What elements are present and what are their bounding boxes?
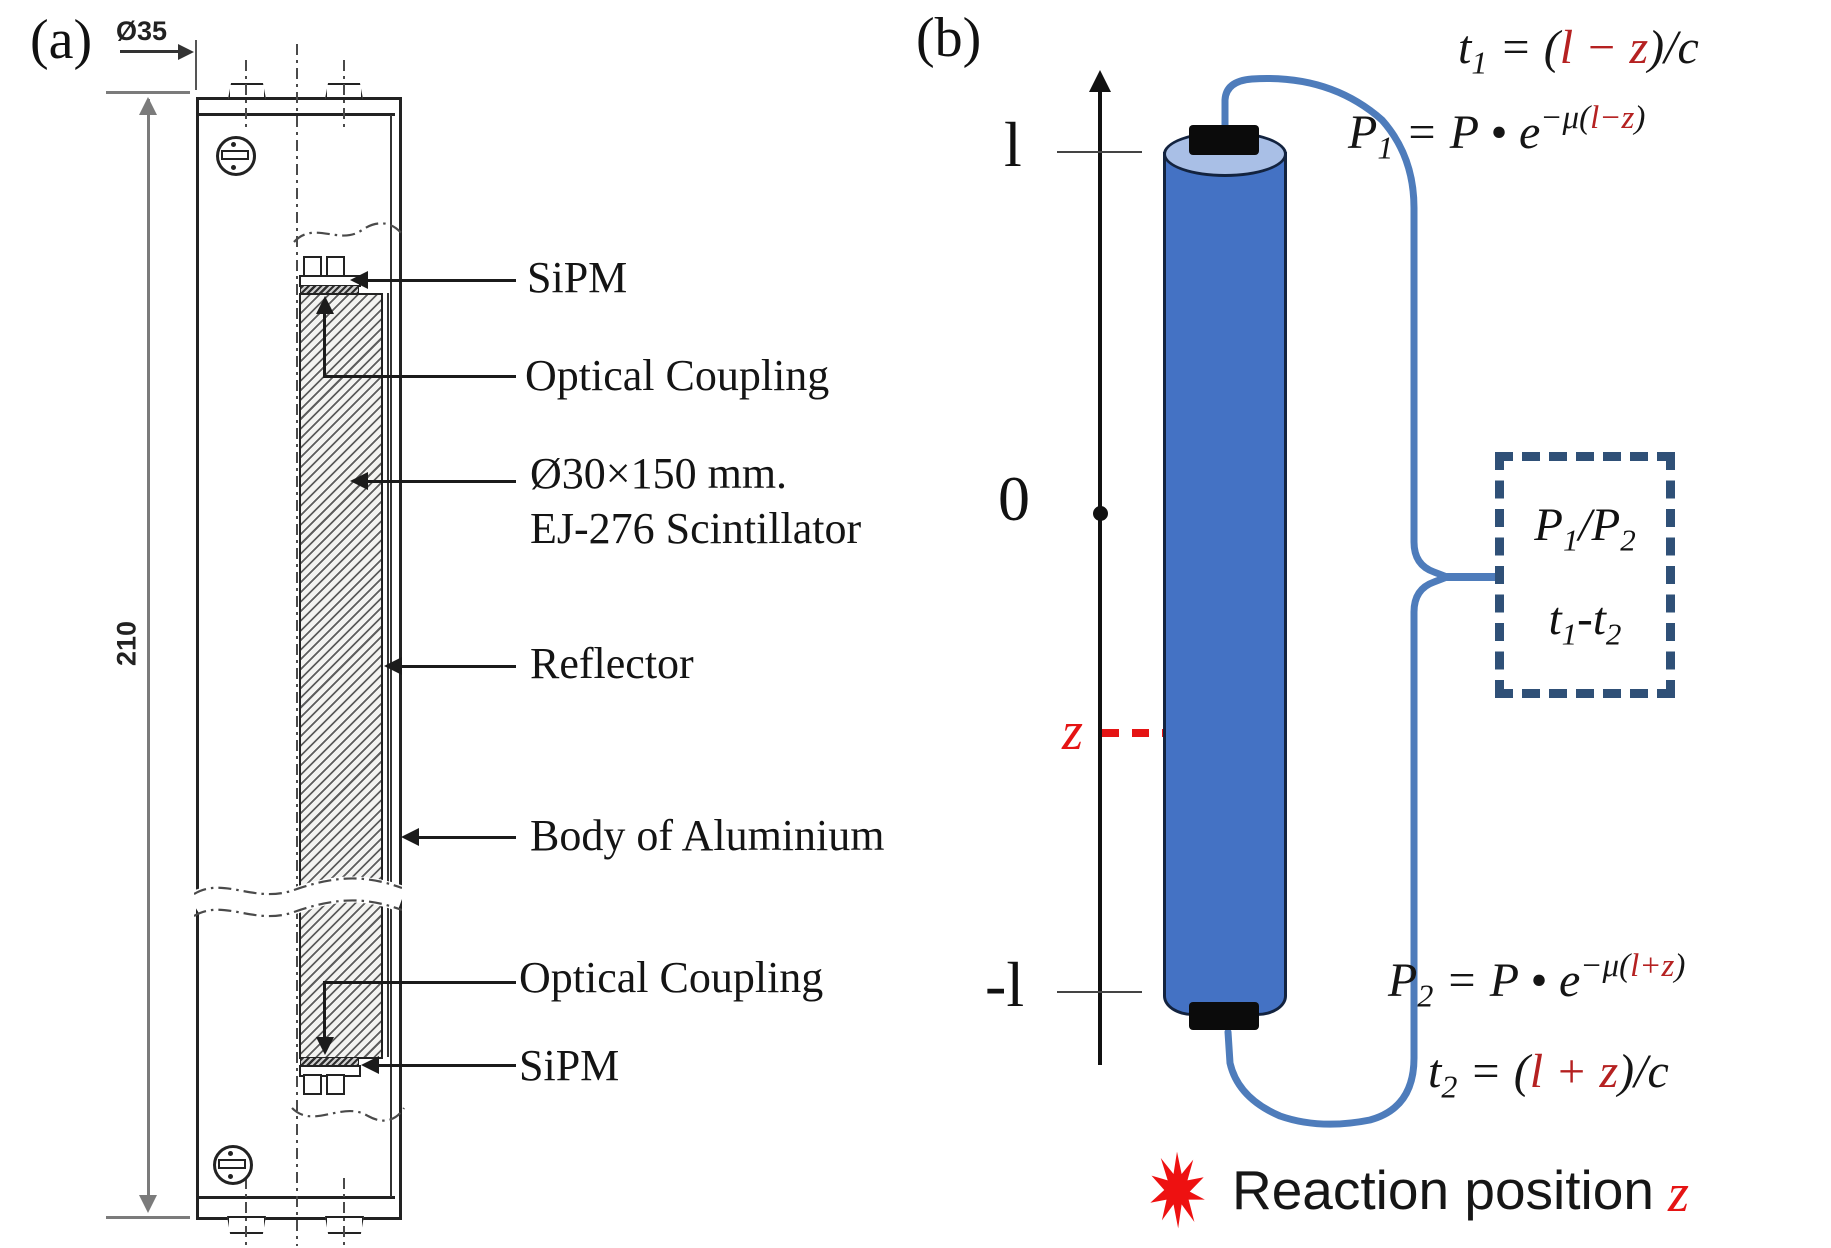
scintillator-column [299, 293, 383, 1059]
scintillator-arrowhead [350, 472, 368, 490]
ratio-expression: P1/P2 [1534, 498, 1636, 557]
optical-bottom-leader-v [323, 983, 326, 1039]
reflector-arrowhead [384, 657, 402, 675]
panel-b-label: (b) [916, 7, 982, 69]
break-wave-top [293, 222, 403, 243]
top-tab-left [228, 83, 266, 99]
sipm-cap-bottom [1189, 1002, 1259, 1030]
body-arrowhead [401, 828, 419, 846]
axis-label-minus-l: -l [985, 949, 1025, 1020]
height-dimension-line [147, 99, 150, 1207]
equation-t2: t2 = (l + z)/c [1428, 1045, 1669, 1105]
sipm-readout-brace [1221, 75, 1500, 1128]
screw-dot [228, 1151, 233, 1156]
centerline-tab-right-bottom [343, 1178, 345, 1246]
diameter-dimension-label: Ø35 [116, 16, 168, 46]
axis-label-l: l [1004, 109, 1022, 180]
height-dimension-label: 210 [111, 620, 142, 667]
optical-bottom-arrowhead [316, 1037, 334, 1055]
centerline-main [296, 44, 298, 1246]
centerline-tab-left-top [245, 60, 247, 130]
screw-dot [231, 142, 236, 147]
optical-top-arrowhead [316, 296, 334, 314]
height-arrowhead-bottom [139, 1195, 157, 1213]
result-box: P1/P2 t1-t2 [1495, 452, 1675, 698]
equation-p1: P1 = P • e−μ(l−z) [1348, 100, 1646, 166]
tick-minus-l [1057, 991, 1142, 993]
scintillator-cylinder [1163, 152, 1287, 1016]
screw-dot [228, 1174, 233, 1179]
optical-top-leader-v [323, 312, 326, 378]
screw-dot [231, 165, 236, 170]
sipm-top-label: SiPM [527, 253, 628, 302]
screw-slot [218, 1159, 246, 1169]
legend-star-icon [1150, 1151, 1205, 1229]
z-dashed-line [1102, 729, 1208, 737]
screw-top-icon [216, 136, 256, 176]
z-axis-line [1098, 88, 1102, 1065]
diameter-arrowhead [178, 44, 194, 60]
sipm-bottom-label: SiPM [519, 1041, 620, 1090]
tick-plus-l [1057, 151, 1142, 153]
screw-bottom-icon [213, 1145, 253, 1185]
reflector-leader [400, 665, 516, 668]
legend-z-label: z [1668, 1163, 1690, 1223]
body-leader [417, 836, 516, 839]
sipm-bottom-leader [377, 1064, 516, 1067]
reflector-line [387, 293, 389, 1057]
z-position-label: z [1062, 701, 1084, 761]
optical-bottom-leader-h [323, 981, 516, 984]
axis-origin-dot [1093, 506, 1108, 521]
diameter-dimension-line [120, 50, 186, 53]
optical-top-leader-h [323, 375, 516, 378]
sipm-top-leader [366, 279, 516, 282]
sipm-cap-top [1189, 125, 1259, 155]
equation-p2: P2 = P • e−μ(l+z) [1388, 948, 1686, 1014]
sipm-top-arrowhead [350, 271, 368, 289]
sipm-chip-bottom-left [303, 1074, 322, 1095]
scintillator-size-label: Ø30×150 mm. [530, 449, 788, 498]
optical-coupling-top-label: Optical Coupling [525, 351, 830, 400]
sipm-chip-bottom-right [326, 1074, 345, 1095]
optical-coupling-bottom-label: Optical Coupling [519, 953, 824, 1002]
scintillator-leader [366, 480, 516, 483]
centerline-tab-right-top [343, 60, 345, 130]
scintillator-name-label: EJ-276 Scintillator [530, 504, 862, 553]
legend-text: Reaction position [1232, 1159, 1654, 1221]
centerline-tab-left-bottom [245, 1178, 247, 1246]
body-of-aluminium-label: Body of Aluminium [530, 811, 885, 860]
sipm-chip-top-left [303, 256, 322, 277]
extension-line-top-right [195, 40, 197, 90]
z-axis-arrowhead [1089, 70, 1111, 92]
extension-line-bottom [106, 1216, 190, 1219]
break-wave-bottom [291, 1107, 405, 1122]
equation-t1: t1 = (l − z)/c [1458, 21, 1699, 81]
axis-label-zero: 0 [998, 463, 1030, 534]
height-arrowhead-top [139, 97, 157, 115]
sipm-chip-top-right [326, 256, 345, 277]
extension-line-top [106, 91, 190, 94]
time-difference-expression: t1-t2 [1548, 593, 1622, 652]
body-inner-wall-line [390, 115, 392, 1197]
body-break-wave [194, 876, 402, 918]
screw-slot [221, 150, 249, 160]
reflector-label: Reflector [530, 639, 694, 688]
panel-a-label: (a) [30, 9, 93, 71]
sipm-bottom-arrowhead [361, 1056, 379, 1074]
